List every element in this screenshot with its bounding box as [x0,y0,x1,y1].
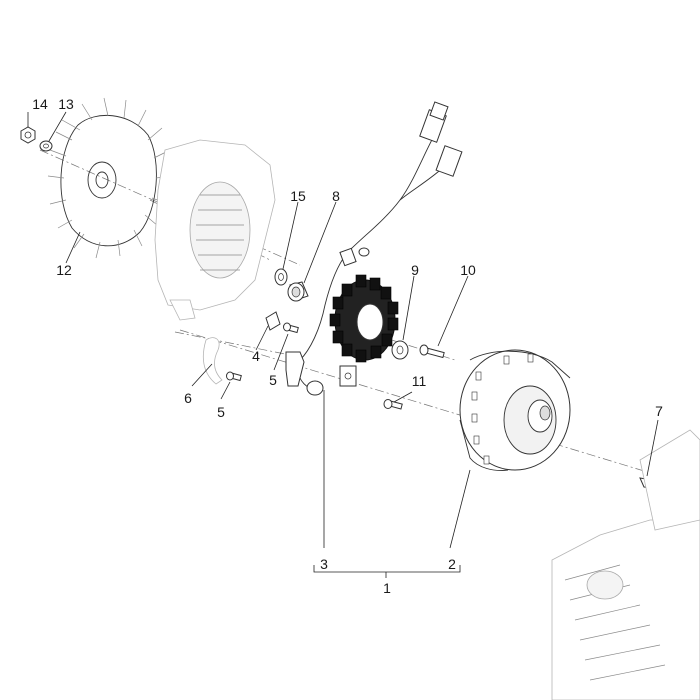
wiring-harness-part [297,101,463,391]
stator-part [329,274,399,363]
callout-1: 1 [383,580,391,596]
callout-5-upper: 5 [269,372,277,388]
cooling-fan-part [47,97,173,259]
callout-7: 7 [655,403,663,419]
pickup-sensor-part [285,351,357,396]
clip-part [265,311,281,331]
engine-block-ghost [551,429,700,700]
screw-10 [419,344,445,359]
callout-14: 14 [32,96,48,112]
screw-5-lower [226,371,242,382]
screws [226,322,445,410]
plate-part [202,337,223,385]
callout-8: 8 [332,188,340,204]
stator-washer-part [391,340,409,360]
callout-5-lower: 5 [217,404,225,420]
callout-13: 13 [58,96,74,112]
callout-2: 2 [448,556,456,572]
callout-10: 10 [460,262,476,278]
callout-9: 9 [411,262,419,278]
crankcase-housing-ghost [154,139,276,321]
screw-11 [383,399,403,410]
callout-4: 4 [252,348,260,364]
screw-5-upper [283,322,299,334]
spacer-washer-part [274,268,288,286]
callout-6: 6 [184,390,192,406]
bushing-part [287,281,309,302]
callout-3: 3 [320,556,328,572]
callout-12: 12 [56,262,72,278]
callout-leader-lines [27,111,659,578]
callout-15: 15 [290,188,306,204]
callout-11: 11 [411,373,427,389]
washer-part [39,140,53,152]
flywheel-rotor-part [459,349,571,471]
nut-part [20,126,36,144]
